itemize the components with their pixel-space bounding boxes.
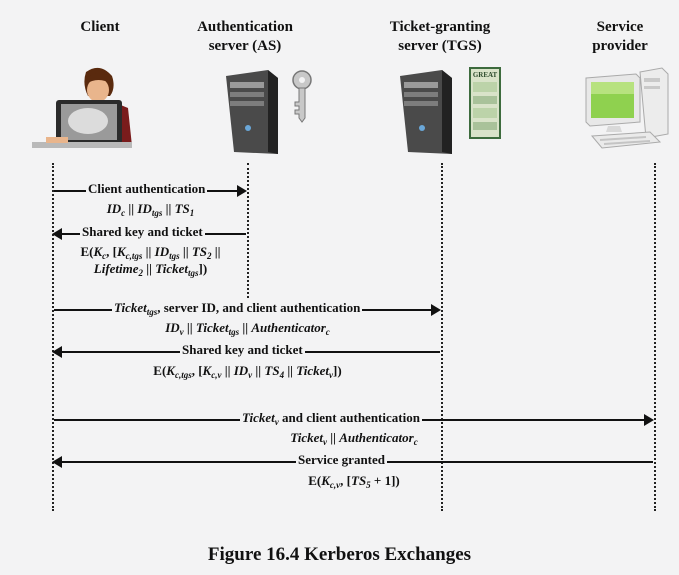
- as-server-icon: [226, 70, 312, 154]
- msg6-content: E(Kc,v, [TS5 + 1]): [308, 473, 400, 490]
- msg2-label: Shared key and ticket: [80, 224, 205, 240]
- client-header: Client: [80, 19, 120, 35]
- msg5-label: Ticketv and client authentication: [240, 410, 422, 427]
- msg3-label: Tickettgs, server ID, and client authent…: [112, 300, 363, 317]
- msg5-content: Ticketv || Authenticatorc: [290, 430, 418, 447]
- msg3-content: IDv || Tickettgs || Authenticatorc: [165, 320, 330, 337]
- msg4-content: E(Kc,tgs, [Kc,v || IDv || TS4 || Ticketv…: [153, 363, 342, 380]
- sp-computer-icon: [585, 67, 669, 149]
- tgs-server-icon: GREAT: [400, 67, 501, 154]
- client-lifeline: [52, 163, 54, 511]
- ticket-text: GREAT: [473, 71, 498, 79]
- msg6-label: Service granted: [296, 452, 388, 468]
- msg1-content: IDc || IDtgs || TS1: [106, 201, 195, 218]
- client-user-icon: [32, 67, 132, 148]
- msg1-label: Client authentication: [86, 181, 208, 197]
- tgs-lifeline: [441, 163, 443, 511]
- msg4-label: Shared key and ticket: [180, 342, 305, 358]
- figure-caption: Figure 16.4 Kerberos Exchanges: [207, 544, 472, 565]
- msg2-content: E(Kc, [Kc,tgs || IDtgs || TS2 ||Lifetime…: [80, 244, 221, 278]
- sp-lifeline: [654, 163, 656, 511]
- as-lifeline: [247, 163, 249, 298]
